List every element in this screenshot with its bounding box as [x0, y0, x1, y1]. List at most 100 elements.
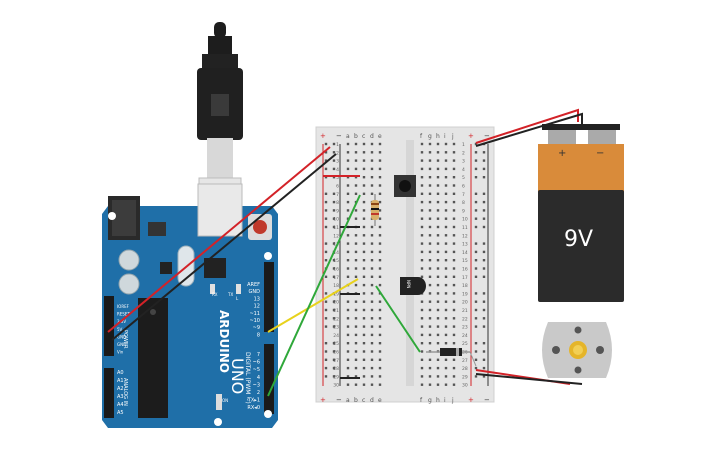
hole [420, 350, 424, 353]
hole [436, 259, 440, 262]
hole [420, 317, 424, 320]
hole [420, 159, 424, 162]
hole [370, 375, 374, 378]
power-pin-label: IOREF [117, 304, 130, 309]
hole [444, 259, 448, 262]
hole [370, 300, 374, 303]
rail-hole [324, 159, 328, 162]
rail-hole [332, 342, 336, 345]
hole [452, 375, 456, 378]
rail-plus-label: + [468, 132, 474, 140]
hole [362, 192, 366, 195]
hole [444, 234, 448, 237]
hole [444, 375, 448, 378]
row-number: 21 [462, 308, 468, 314]
hole [346, 176, 350, 179]
board-small-label: TX [227, 292, 233, 297]
row-number: 29 [462, 374, 468, 380]
hole [346, 242, 350, 245]
hole [428, 300, 432, 303]
rail-hole [324, 308, 328, 312]
rail-hole [332, 167, 336, 171]
hole [346, 308, 350, 312]
row-number: 1 [336, 142, 339, 148]
row-number: 30 [333, 383, 339, 389]
hole [444, 292, 448, 295]
hole [452, 192, 456, 195]
hole [370, 250, 374, 254]
hole [362, 167, 366, 171]
rail-hole [474, 342, 478, 345]
rail-hole [324, 192, 328, 195]
rail-hole [474, 142, 478, 146]
hole [362, 375, 366, 378]
hole [370, 259, 374, 262]
hole [362, 142, 366, 146]
hole [420, 151, 424, 154]
digital-pin-label: ~9 [253, 325, 260, 331]
hole [362, 234, 366, 237]
hole [346, 366, 350, 370]
column-letter: c [362, 133, 365, 140]
analog-pin-label: A3 [117, 394, 124, 400]
rail-hole [482, 225, 486, 229]
hole [420, 200, 424, 204]
rail-minus-label: − [336, 396, 342, 404]
digital-pin-label: 7 [257, 352, 260, 358]
hole [428, 184, 432, 187]
hole [378, 366, 382, 370]
hole [346, 358, 350, 361]
wire-motor-black [475, 373, 583, 385]
hole [436, 176, 440, 179]
hole [428, 342, 432, 345]
hole [378, 209, 382, 212]
hole [370, 184, 374, 187]
hole [436, 358, 440, 361]
rail-hole [324, 151, 328, 154]
hole [370, 308, 374, 312]
row-number: 9 [462, 208, 465, 214]
rail-hole [332, 358, 336, 361]
hole [420, 184, 424, 187]
hole [378, 151, 382, 154]
hole [436, 192, 440, 195]
rail-hole [324, 275, 328, 278]
hole [420, 234, 424, 237]
hole [362, 383, 366, 386]
hole [378, 375, 382, 378]
row-number: 3 [336, 159, 339, 165]
hole [428, 366, 432, 370]
rail-hole [324, 366, 328, 370]
hole [346, 192, 350, 195]
digital-pin-label: ~11 [249, 311, 260, 317]
rail-hole [474, 250, 478, 254]
digital-pin-label: 8 [257, 332, 260, 338]
hole [444, 225, 448, 229]
row-number: 25 [333, 341, 339, 347]
hole [420, 176, 424, 179]
hole [346, 184, 350, 187]
hole [444, 242, 448, 245]
wire-battery-black [475, 112, 583, 147]
digital-pin-label: RX◂0 [247, 405, 260, 411]
rail-hole [482, 325, 486, 328]
hole [362, 333, 366, 337]
row-number: 9 [336, 208, 339, 214]
row-number: 7 [336, 192, 339, 198]
hole [452, 333, 456, 337]
row-number: 15 [462, 258, 468, 264]
rail-hole [332, 142, 336, 146]
hole [444, 151, 448, 154]
hole [354, 308, 358, 312]
hole [362, 209, 366, 212]
hole [452, 259, 456, 262]
arduino-brand-label: ARDUINO [217, 310, 231, 373]
hole [436, 200, 440, 204]
row-number: 14 [333, 250, 339, 256]
digital-pin-label: 13 [254, 296, 260, 302]
hole [378, 159, 382, 162]
rail-hole [482, 217, 486, 220]
column-letter: j [451, 133, 454, 140]
hole [436, 283, 440, 287]
